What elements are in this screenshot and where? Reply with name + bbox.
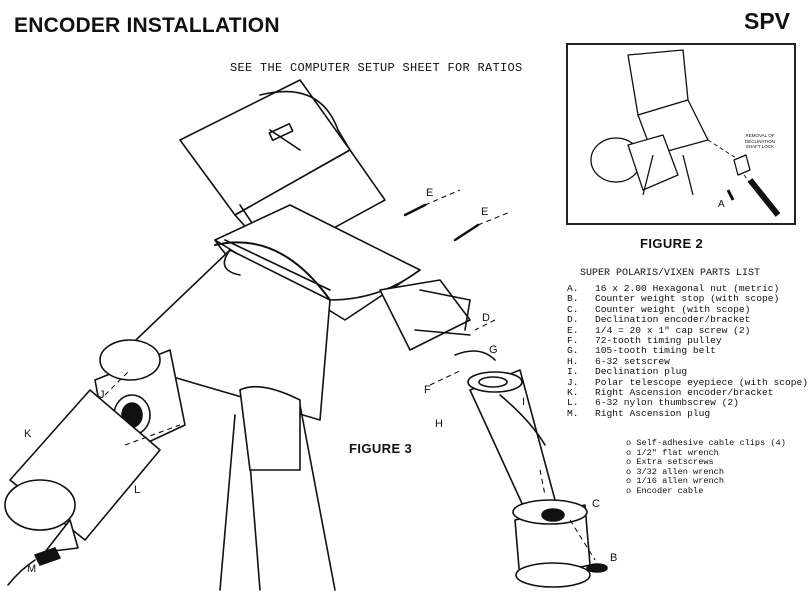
- parts-key: C.: [567, 303, 579, 315]
- parts-text: 6-32 setscrew: [595, 355, 670, 367]
- parts-item: G. 105-tooth timing belt: [567, 345, 808, 357]
- extras-item: o Self-adhesive cable clips (4): [626, 438, 786, 448]
- parts-item: C. Counter weight (with scope): [567, 303, 808, 315]
- brand-logo: SPV: [744, 8, 791, 34]
- parts-key: M.: [567, 407, 579, 419]
- parts-item: H. 6-32 setscrew: [567, 355, 808, 367]
- label-l: L: [134, 484, 141, 496]
- parts-key: I.: [567, 366, 579, 378]
- label-c: C: [592, 498, 600, 510]
- parts-key: G.: [567, 345, 579, 357]
- parts-list-title: SUPER POLARIS/VIXEN PARTS LIST: [580, 268, 761, 279]
- extras-item: o 3/32 allen wrench: [626, 466, 724, 477]
- parts-text: Counter weight stop (with scope): [595, 293, 780, 305]
- label-d: D: [482, 312, 490, 324]
- label-k: K: [24, 428, 32, 440]
- extras-list: o Self-adhesive cable clips (4) o 1/2" f…: [626, 438, 786, 497]
- parts-key: E.: [567, 324, 579, 336]
- parts-text: 105-tooth timing belt: [595, 345, 716, 357]
- parts-key: F.: [567, 335, 579, 347]
- label-i: I: [522, 396, 526, 408]
- figure2-note-line: REMOVAL OF: [745, 133, 775, 138]
- parts-text: Right Ascension plug: [595, 407, 711, 419]
- parts-item: A. 16 x 2.00 Hexagonal nut (metric): [567, 283, 808, 294]
- parts-key: L.: [567, 397, 579, 409]
- label-a: A: [718, 199, 725, 210]
- page-title: ENCODER INSTALLATION: [14, 14, 280, 37]
- label-e1: E: [426, 187, 434, 199]
- figure2-frame: REMOVAL OF DECLINATION SHAFT LOCK A: [566, 43, 796, 225]
- parts-text: Counter weight (with scope): [595, 303, 751, 315]
- parts-text: 1/4 = 20 x 1" cap screw (2): [595, 324, 751, 336]
- parts-item: K. Right Ascension encoder/bracket: [567, 387, 808, 399]
- parts-key: A.: [567, 283, 579, 294]
- parts-text: 16 x 2.00 Hexagonal nut (metric): [595, 283, 780, 294]
- setup-note: SEE THE COMPUTER SETUP SHEET FOR RATIOS: [230, 61, 523, 75]
- parts-item: F. 72-tooth timing pulley: [567, 335, 808, 347]
- label-b: B: [610, 552, 618, 564]
- parts-item: M. Right Ascension plug: [567, 407, 808, 419]
- parts-text: Polar telescope eyepiece (with scope): [595, 376, 809, 388]
- figure3-caption: FIGURE 3: [349, 441, 413, 456]
- parts-key: J.: [567, 376, 579, 388]
- parts-key: D.: [567, 314, 579, 326]
- parts-item: J. Polar telescope eyepiece (with scope): [567, 376, 809, 388]
- parts-list: A. 16 x 2.00 Hexagonal nut (metric) B. Cou…: [567, 283, 809, 419]
- extras-item: o Encoder cable: [626, 485, 704, 496]
- figure2-caption: FIGURE 2: [640, 236, 704, 251]
- figure2-note-line: DECLINATION: [745, 138, 775, 144]
- parts-item: B. Counter weight stop (with scope): [567, 293, 808, 305]
- label-m: M: [27, 563, 37, 575]
- figure2-note: REMOVAL OF DECLINATION SHAFT LOCK: [740, 133, 780, 150]
- label-g: G: [489, 344, 498, 356]
- parts-text: Right Ascension encoder/bracket: [595, 387, 774, 399]
- parts-key: H.: [567, 355, 579, 367]
- label-h: H: [435, 418, 443, 430]
- parts-text: 6-32 nylon thumbscrew (2): [595, 397, 739, 409]
- extras-item: o 1/16 allen wrench: [626, 476, 724, 487]
- parts-item: L. 6-32 nylon thumbscrew (2): [567, 397, 808, 409]
- parts-text: Declination encoder/bracket: [595, 314, 751, 326]
- figure2-note-line: SHAFT LOCK: [745, 144, 775, 149]
- parts-text: Declination plug: [595, 366, 688, 378]
- parts-key: K.: [567, 387, 579, 399]
- parts-text: 72-tooth timing pulley: [595, 335, 722, 347]
- figure2-illustration: [590, 49, 781, 217]
- parts-item: I. Declination plug: [567, 366, 808, 378]
- label-e2: E: [481, 206, 489, 218]
- parts-item: D. Declination encoder/bracket: [567, 314, 808, 326]
- label-j: J: [99, 389, 105, 401]
- parts-key: B.: [567, 293, 579, 305]
- extras-item: o Extra setscrews: [626, 457, 714, 468]
- parts-item: E. 1/4 = 20 x 1" cap screw (2): [567, 324, 808, 336]
- extras-item: o 1/2" flat wrench: [626, 447, 719, 458]
- label-f: F: [424, 384, 431, 396]
